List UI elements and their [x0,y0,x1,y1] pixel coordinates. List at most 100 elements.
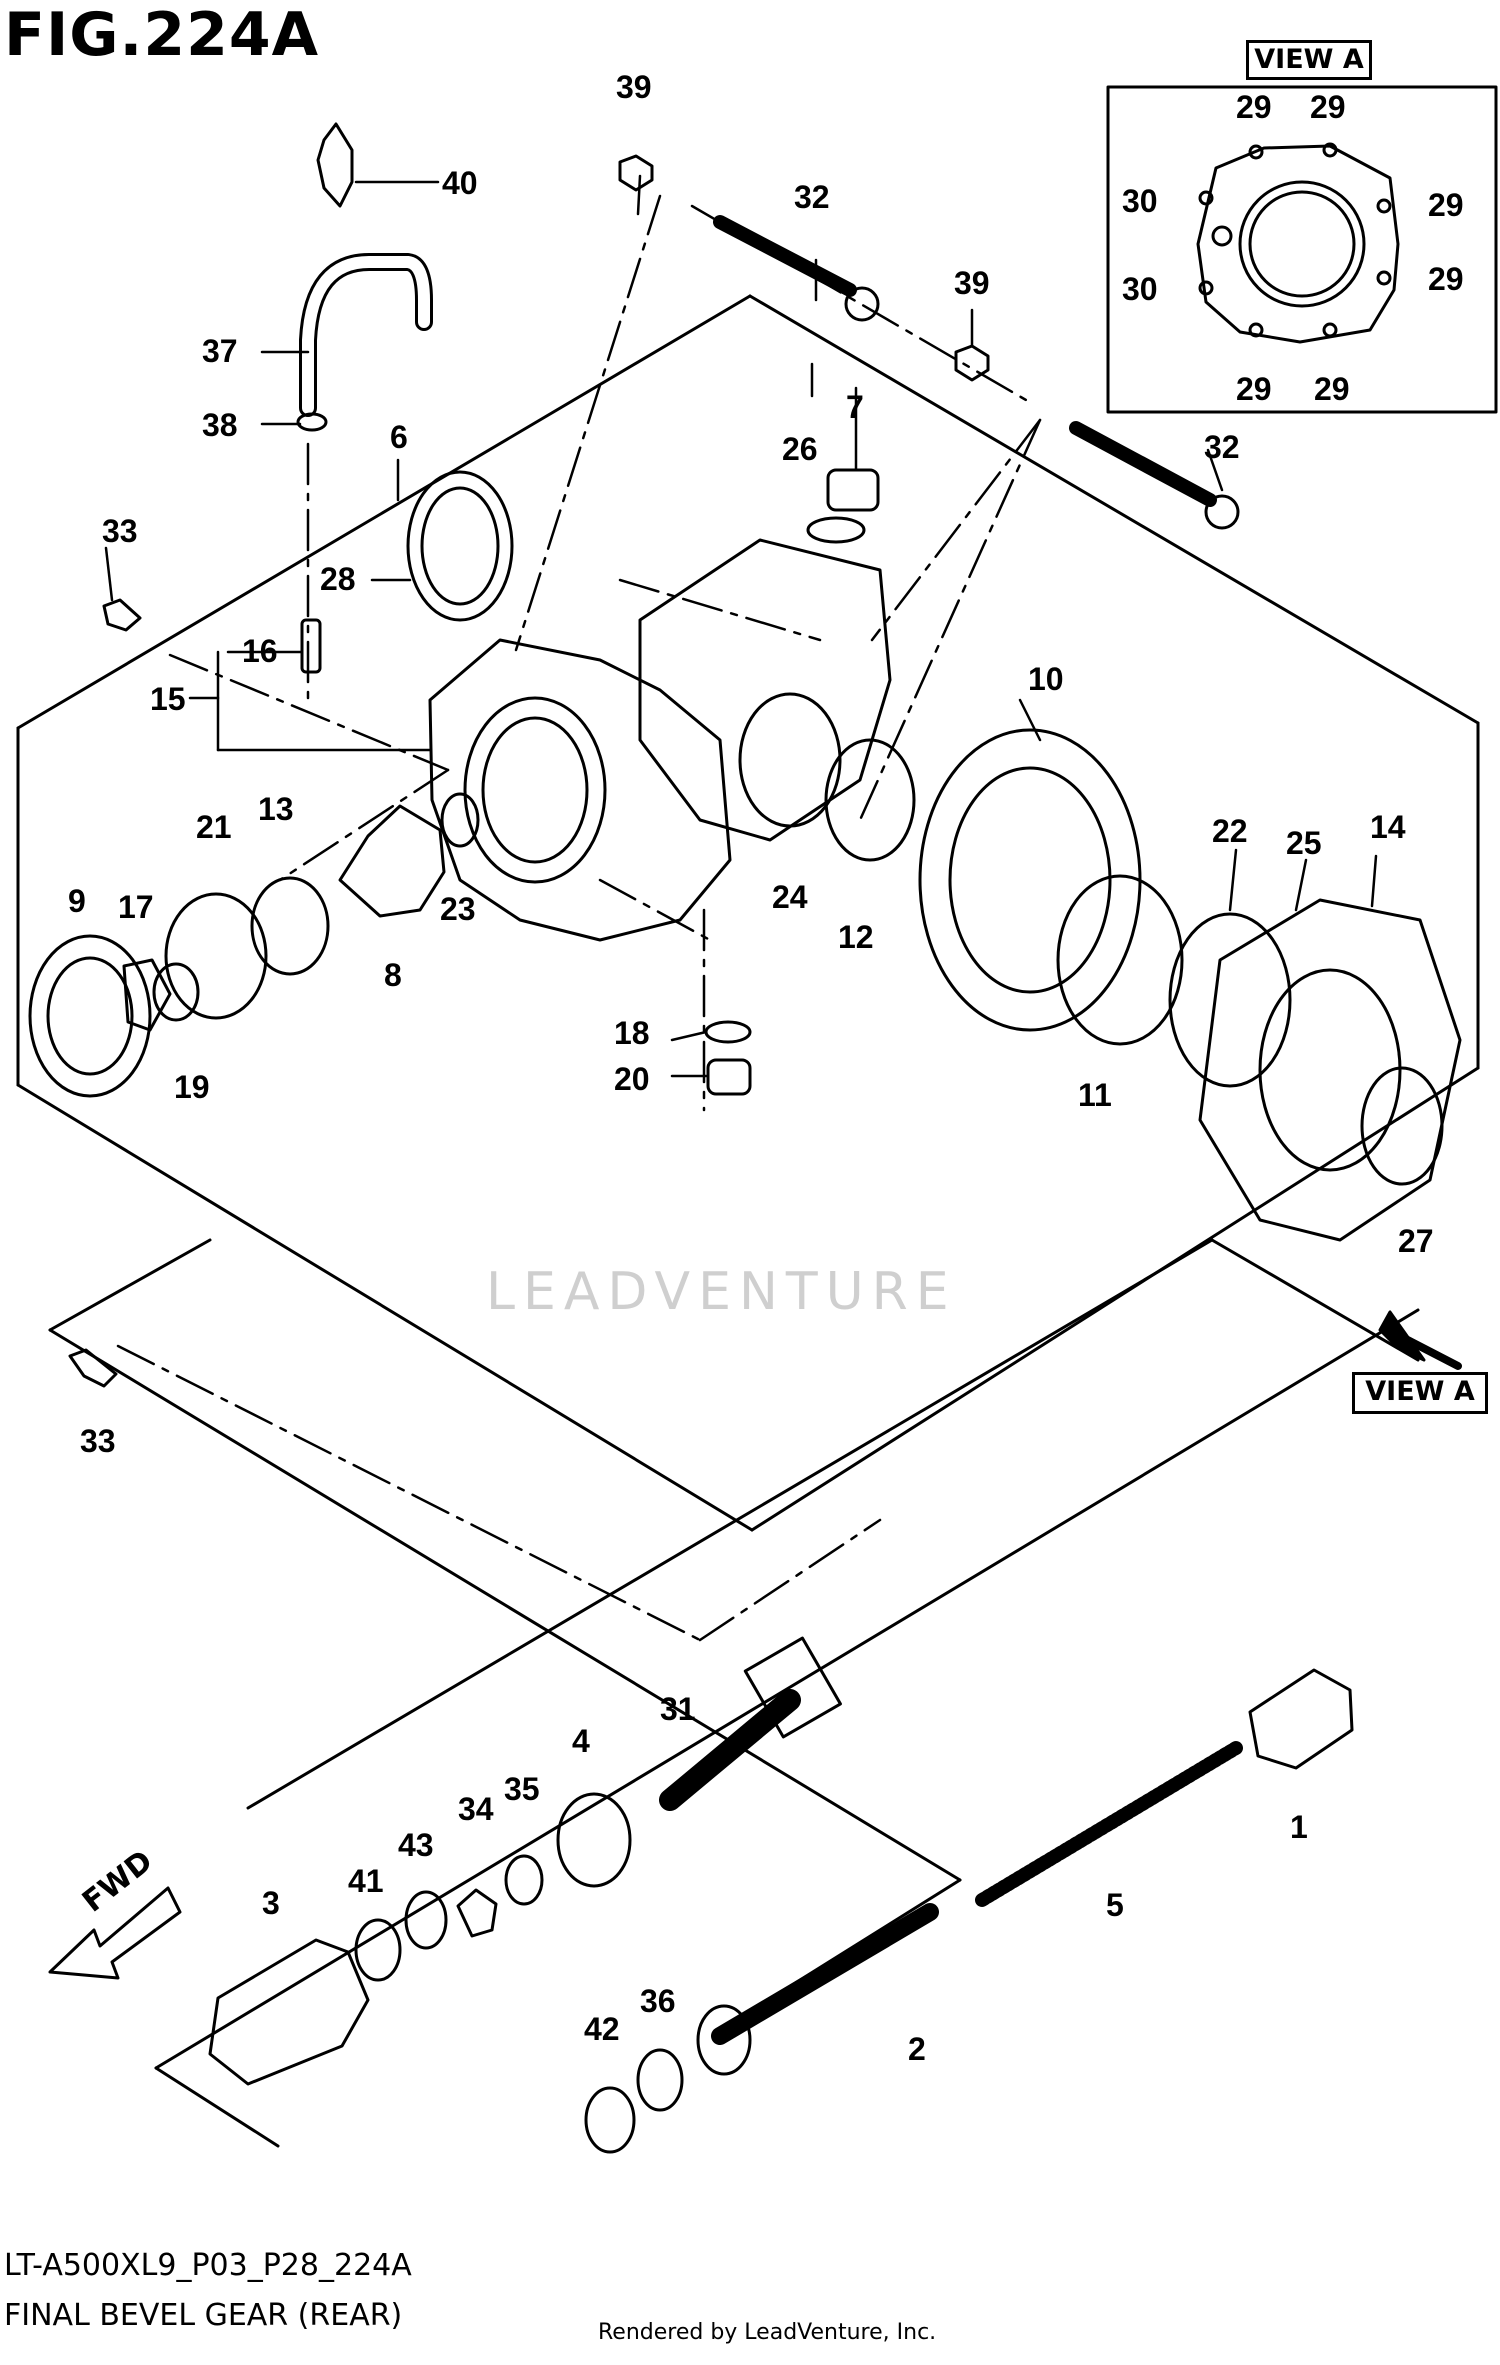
callout-38: 38 [202,407,238,443]
callout-11: 11 [1078,1077,1112,1113]
callout-31: 31 [660,1691,696,1727]
view-a-label-side: VIEW A [1352,1372,1488,1414]
callout-23: 23 [440,891,476,927]
bolt-32a [713,215,880,322]
nut-34 [456,1888,498,1938]
shaft-31 [659,1636,842,1811]
callout-19: 19 [174,1069,210,1105]
shim-12 [824,738,916,862]
circlip-43 [404,1890,448,1950]
callout-42: 42 [584,2011,620,2047]
callout-20: 20 [614,1061,650,1097]
callout-numbers: 39 40 32 39 37 38 6 7 26 32 33 28 16 15 … [68,69,1434,2067]
figure-subtitle: FINAL BEVEL GEAR (REAR) [4,2298,403,2333]
view-a-inset [1106,85,1498,414]
ring-gear-10 [918,728,1142,1032]
clamp-38 [296,412,328,432]
view-a-callout-30b: 30 [1122,271,1158,307]
view-a-callout-29d: 29 [1428,261,1464,297]
o-ring-36 [636,2048,684,2112]
view-a-arrow-icon [1378,1310,1462,1370]
callout-34: 34 [458,1791,494,1827]
view-a-callout-29f: 29 [1314,371,1350,407]
main-assembly-outline [16,294,1480,2012]
view-a-callout-29b: 29 [1310,89,1346,125]
circlip-42 [584,2086,636,2154]
bolt-33a [102,598,142,632]
callout-17: 17 [118,889,154,925]
callout-39b: 39 [954,265,990,301]
callout-41: 41 [348,1863,384,1899]
nut-39a [618,154,654,192]
callout-6: 6 [390,419,408,455]
callout-5: 5 [1106,1887,1124,1923]
figure-title: FIG.224A [4,0,320,70]
callout-3: 3 [262,1885,280,1921]
view-a-callout-29e: 29 [1236,371,1272,407]
view-a-callout-29a: 29 [1236,89,1272,125]
clip-40 [316,122,354,208]
bearing-23 [440,792,480,848]
model-code: LT-A500XL9_P03_P28_224A [4,2248,412,2283]
callout-28: 28 [320,561,356,597]
bearing-21 [164,892,268,1020]
oil-seal-6 [406,470,514,622]
callout-2: 2 [908,2031,926,2067]
gear-case-housing [428,638,732,942]
callout-40: 40 [442,165,478,201]
fwd-arrow-icon [48,1886,182,1980]
callout-10: 10 [1028,661,1064,697]
plug-7 [826,468,880,512]
o-ring-41 [354,1918,402,1982]
nut-17 [122,958,172,1032]
coupling-3 [208,1938,370,2086]
callout-35: 35 [504,1771,540,1807]
callout-14: 14 [1370,809,1406,845]
drain-plug-20 [706,1058,752,1096]
gasket-26 [806,516,866,544]
bearing-24 [738,692,842,828]
view-a-callout-29c: 29 [1428,187,1464,223]
callout-26: 26 [782,431,818,467]
callout-43: 43 [398,1827,434,1863]
coupling-4 [556,1792,632,1888]
shaft-assembly-outline [154,1238,1420,2148]
callout-25: 25 [1286,825,1322,861]
callout-24: 24 [772,879,808,915]
callout-22: 22 [1212,813,1248,849]
washer-35 [504,1854,544,1906]
view-a-label-top: VIEW A [1246,40,1372,80]
callout-leaders [104,174,1378,1078]
callout-32b: 32 [1204,429,1240,465]
rear-cover [638,538,892,842]
shaft-2 [696,1903,939,2076]
callout-8: 8 [384,957,402,993]
callout-36: 36 [640,1983,676,2019]
callout-27: 27 [1398,1223,1434,1259]
parts [28,122,1462,2154]
view-a-callout-30a: 30 [1122,183,1158,219]
gasket-18 [704,1020,752,1044]
callout-37: 37 [202,333,238,369]
callout-12: 12 [838,919,874,955]
callout-4: 4 [572,1723,590,1759]
spacer-13 [250,876,330,976]
callout-9: 9 [68,883,86,919]
oil-seal-27 [1360,1066,1444,1186]
callout-1: 1 [1290,1809,1308,1845]
coupling-9 [28,934,152,1098]
watermark: LEADVENTURE [486,1262,957,1322]
rendered-by-credit: Rendered by LeadVenture, Inc. [598,2320,937,2345]
callout-32a: 32 [794,179,830,215]
bearing-22 [1168,912,1292,1088]
callout-18: 18 [614,1015,650,1051]
view-a-numbers: 29 29 29 29 29 29 30 30 [1122,89,1464,407]
callout-7: 7 [846,389,864,425]
spring-5 [975,1741,1243,1907]
bolt-33b [68,1348,118,1388]
dowel-16 [300,618,322,674]
callout-33a: 33 [102,513,138,549]
callout-13: 13 [258,791,294,827]
bolt-32b [1069,421,1240,530]
